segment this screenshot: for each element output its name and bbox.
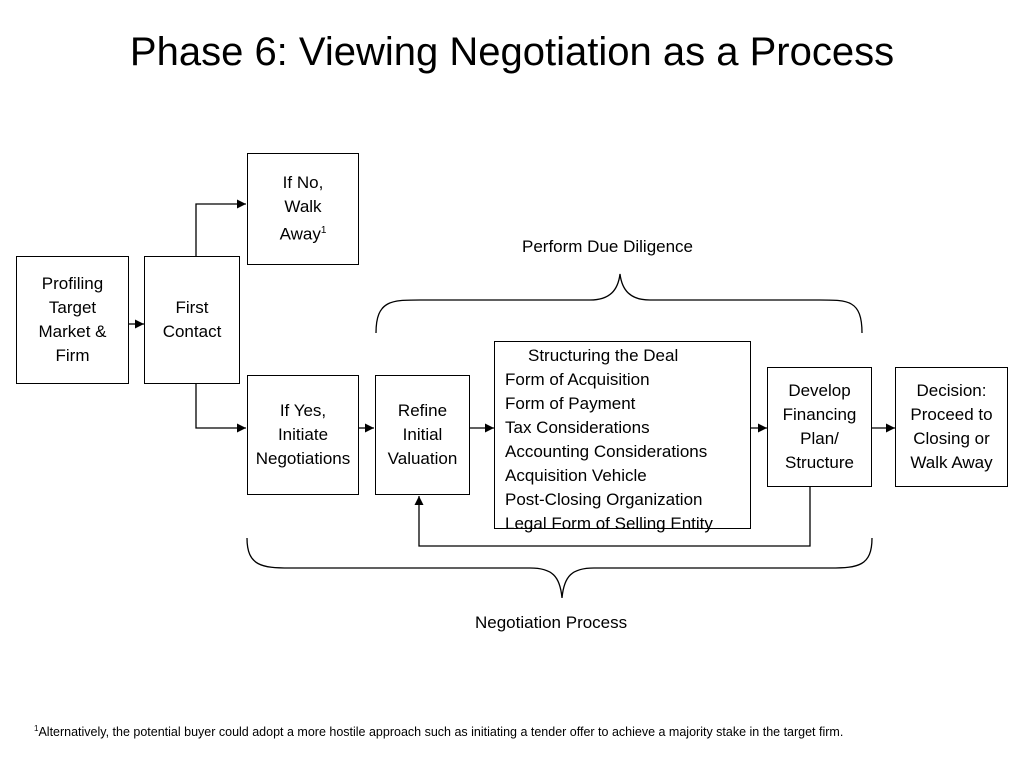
- refine-line-2: Initial: [402, 425, 443, 444]
- decision-line-4: Walk Away: [910, 453, 993, 472]
- structuring-item: Tax Considerations: [505, 418, 650, 437]
- if-no-line-2: Walk: [284, 197, 322, 217]
- structuring-heading: Structuring the Deal: [528, 346, 679, 365]
- slide-title: Phase 6: Viewing Negotiation as a Proces…: [129, 30, 895, 74]
- decision-line-2: Proceed to: [910, 405, 993, 424]
- refine-line-3: Valuation: [387, 449, 458, 468]
- if-no-line-3: Away1: [280, 219, 327, 247]
- due-diligence-label: Perform Due Diligence: [522, 237, 694, 256]
- if-yes-line-3: Negotiations: [255, 449, 351, 468]
- if-no-line-1: If No,: [282, 173, 324, 193]
- footnote-mark: 1: [34, 724, 39, 733]
- profiling-line-3: Market &: [38, 322, 107, 341]
- negotiation-process-label: Negotiation Process: [475, 613, 628, 632]
- develop-line-2: Financing: [782, 405, 857, 424]
- decision-line-3: Closing or: [913, 429, 990, 448]
- if-no-walk-away-box: If No, Walk Away1: [247, 153, 359, 265]
- structuring-item: Post-Closing Organization: [505, 490, 703, 509]
- if-yes-line-2: Initiate: [277, 425, 329, 444]
- due-diligence-brace: [375, 273, 863, 334]
- arrow-contact-to-no: [195, 199, 246, 256]
- structuring-deal-box: Structuring the Deal Form of Acquisition…: [494, 341, 751, 533]
- first-contact-box: First Contact: [144, 256, 240, 384]
- if-no-line-3-text: Away: [279, 224, 321, 244]
- first-contact-line-1: First: [175, 298, 209, 317]
- structuring-item: Form of Payment: [505, 394, 636, 413]
- structuring-item: Legal Form of Selling Entity: [505, 514, 713, 533]
- develop-financing-box: Develop Financing Plan/ Structure: [767, 367, 872, 487]
- structuring-item: Acquisition Vehicle: [505, 466, 647, 485]
- refine-valuation-box: Refine Initial Valuation: [375, 375, 470, 495]
- structuring-item: Form of Acquisition: [505, 370, 650, 389]
- first-contact-line-2: Contact: [162, 322, 222, 341]
- develop-line-1: Develop: [788, 381, 851, 400]
- if-yes-line-1: If Yes,: [279, 401, 327, 420]
- footnote: 1Alternatively, the potential buyer coul…: [34, 720, 843, 741]
- refine-line-1: Refine: [397, 401, 448, 420]
- if-no-footnote-mark: 1: [320, 225, 327, 237]
- decision-line-1: Decision:: [916, 381, 987, 400]
- arrow-contact-to-yes: [195, 384, 246, 433]
- develop-line-3: Plan/: [800, 429, 839, 448]
- footnote-text: Alternatively, the potential buyer could…: [38, 725, 844, 740]
- profiling-line-4: Firm: [55, 346, 90, 365]
- negotiation-brace: [246, 537, 873, 599]
- structuring-item: Accounting Considerations: [505, 442, 708, 461]
- profiling-line-2: Target: [48, 298, 97, 317]
- if-yes-negotiations-box: If Yes, Initiate Negotiations: [247, 375, 359, 495]
- develop-line-4: Structure: [785, 453, 854, 472]
- profiling-target-box: Profiling Target Market & Firm: [16, 256, 129, 384]
- profiling-line-1: Profiling: [41, 274, 104, 293]
- decision-box: Decision: Proceed to Closing or Walk Awa…: [895, 367, 1008, 487]
